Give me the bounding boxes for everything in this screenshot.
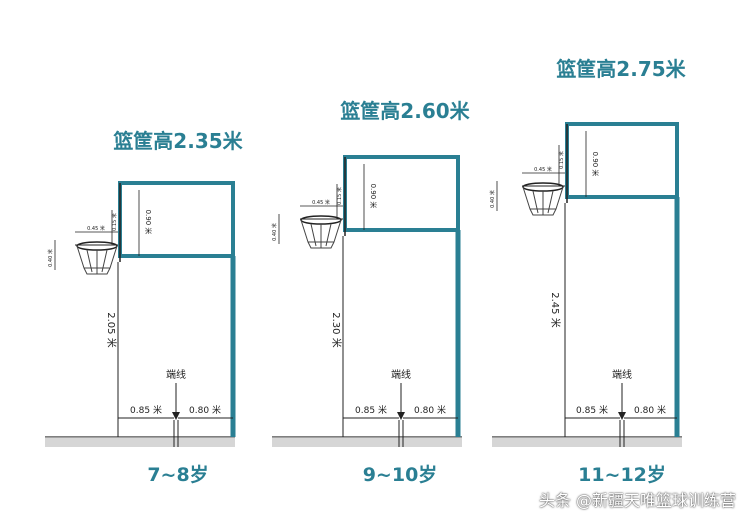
end-line-label: 端线 xyxy=(166,368,186,381)
backboard-height-label: 0.90 米 xyxy=(144,210,153,235)
right-dist-label: 0.80 米 xyxy=(189,404,221,416)
net-drop-label: 0.40 米 xyxy=(271,223,278,241)
rim-offset-label: 0.15 米 xyxy=(558,151,565,169)
rim xyxy=(76,241,118,251)
rim xyxy=(300,215,342,225)
rim-to-board-label: 0.45 米 xyxy=(87,225,105,232)
panel-9-10: 篮筐高2.60米 0.45 米 0.40 米 0.15 米 0.90 米 2.3… xyxy=(271,99,471,486)
net xyxy=(300,219,342,249)
backboard-height-label: 0.90 米 xyxy=(591,152,600,177)
panel-title: 篮筐高2.75米 xyxy=(555,57,686,81)
age-label: 7~8岁 xyxy=(147,463,208,486)
rim-offset-label: 0.15 米 xyxy=(336,187,343,205)
net xyxy=(76,245,118,275)
backboard-frame xyxy=(565,122,679,199)
backboard-frame xyxy=(118,181,235,258)
rim xyxy=(522,182,564,192)
pole-height-label: 2.30 米 xyxy=(330,312,343,347)
end-line-label: 端线 xyxy=(612,368,632,381)
age-label: 11~12岁 xyxy=(578,463,666,486)
ground-hatch xyxy=(45,437,235,447)
left-dist-label: 0.85 米 xyxy=(130,404,162,416)
pole-height-label: 2.45 米 xyxy=(549,292,562,327)
net xyxy=(522,186,564,216)
end-line-arrowhead xyxy=(397,412,405,420)
left-dist-label: 0.85 米 xyxy=(576,404,608,416)
ground-hatch xyxy=(272,437,462,447)
end-line-arrowhead xyxy=(618,412,626,420)
ground-hatch xyxy=(492,437,682,447)
panel-title: 篮筐高2.60米 xyxy=(339,99,470,123)
right-dist-label: 0.80 米 xyxy=(414,404,446,416)
left-dist-label: 0.85 米 xyxy=(355,404,387,416)
panel-title: 篮筐高2.35米 xyxy=(112,129,243,153)
backboard-height-label: 0.90 米 xyxy=(369,184,378,209)
pole-height-label: 2.05 米 xyxy=(105,312,118,347)
net-drop-label: 0.40 米 xyxy=(489,190,496,208)
end-line-arrowhead xyxy=(172,412,180,420)
rim-offset-label: 0.15 米 xyxy=(111,213,118,231)
watermark-text: 头条 @新疆天唯篮球训练营 xyxy=(538,491,736,510)
rim-to-board-label: 0.45 米 xyxy=(312,199,330,206)
rim-to-board-label: 0.45 米 xyxy=(534,166,552,173)
end-line-label: 端线 xyxy=(391,368,411,381)
net-drop-label: 0.40 米 xyxy=(47,249,54,267)
panel-11-12: 篮筐高2.75米 0.45 米 0.40 米 0.15 米 0.90 米 2.4… xyxy=(489,57,687,486)
panel-7-8: 篮筐高2.35米 0.45 米 0.40 米 0.15 米 0.90 米 2.0… xyxy=(45,129,244,486)
age-label: 9~10岁 xyxy=(363,463,438,486)
right-dist-label: 0.80 米 xyxy=(634,404,666,416)
backboard-frame xyxy=(343,155,460,232)
